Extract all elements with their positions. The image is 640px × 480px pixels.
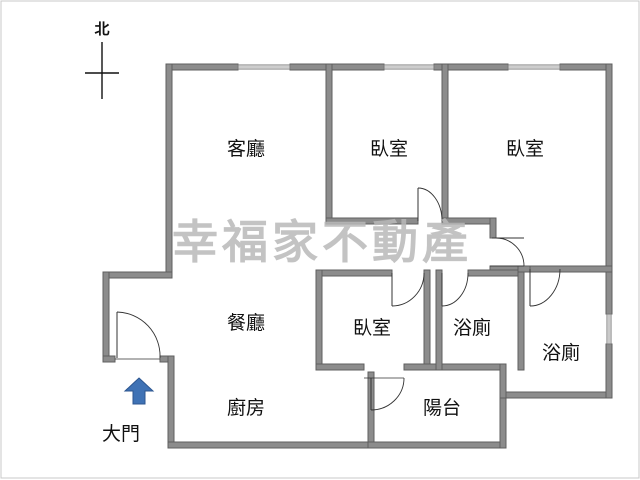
wall-small-bedroom-bottom [315, 363, 365, 371]
room-label-balcony: 陽台 [423, 397, 461, 419]
wall-bedroom-right-bottom [489, 265, 613, 273]
wall-right-lower [605, 343, 613, 399]
wall-small-bedroom-left [315, 269, 323, 371]
wall-bottom-balcony [367, 441, 507, 449]
room-label-living: 客廳 [227, 138, 265, 160]
watermark-text: 幸福家不動產 [172, 215, 472, 269]
wall-top-living-left [165, 63, 239, 71]
wall-bottom-bathroom-right [499, 391, 613, 399]
wall-foyer-left [102, 271, 110, 363]
room-label-kitchen: 廚房 [227, 396, 265, 419]
wall-bathroom-right-left [499, 363, 507, 399]
wall-bathroom-right-top [517, 265, 531, 273]
compass: 北 [85, 20, 119, 99]
wall-foyer-bottom-left [102, 355, 116, 363]
doors [115, 187, 561, 411]
entrance-marker: 大門 [102, 377, 155, 445]
room-label-bathroom-right: 浴廁 [542, 341, 580, 364]
room-label-bedroom-small: 臥室 [353, 317, 391, 339]
door-bathroom-mid-arc [441, 272, 469, 307]
door-bedroom-mid-arc [417, 187, 443, 222]
room-label-bedroom-right: 臥室 [506, 138, 544, 160]
wall-foyer-top [102, 271, 173, 279]
room-label-dining: 餐廳 [227, 312, 265, 334]
entrance-arrow-icon [123, 377, 155, 405]
north-label: 北 [94, 20, 109, 38]
door-small-bedroom-arc [391, 272, 425, 307]
door-closet-arc [495, 237, 525, 267]
wall-living-bedroom [325, 63, 333, 225]
wall-right-balcony [499, 391, 507, 449]
door-balcony-arc [370, 377, 405, 411]
wall-top-bedroom-right [559, 63, 613, 71]
wall-bathroom-mid-top [467, 269, 525, 277]
wall-right-upper [605, 63, 613, 315]
wall-bathroom-mid-left [435, 269, 443, 371]
wall-left-kitchen [167, 355, 175, 449]
room-label-bathroom-mid: 浴廁 [453, 316, 491, 339]
wall-small-bedroom-top-left [315, 269, 393, 277]
windows [237, 64, 612, 345]
entrance-label: 大門 [102, 423, 140, 445]
wall-closet-right [489, 217, 497, 239]
wall-bathroom-mid-right [517, 269, 525, 371]
room-label-bedroom-mid: 臥室 [370, 138, 408, 160]
wall-between-bedrooms [441, 63, 449, 225]
wall-small-bedroom-right [423, 269, 431, 371]
wall-bathroom-mid-bottom [403, 363, 505, 371]
door-bathroom-right-arc [529, 268, 561, 307]
wall-bottom-kitchen [167, 441, 375, 449]
room-labels: 客廳 臥室 臥室 餐廳 臥室 浴廁 浴廁 廚房 陽台 [227, 138, 580, 419]
door-entrance-arc [116, 311, 161, 359]
wall-top-living-right [289, 63, 385, 71]
